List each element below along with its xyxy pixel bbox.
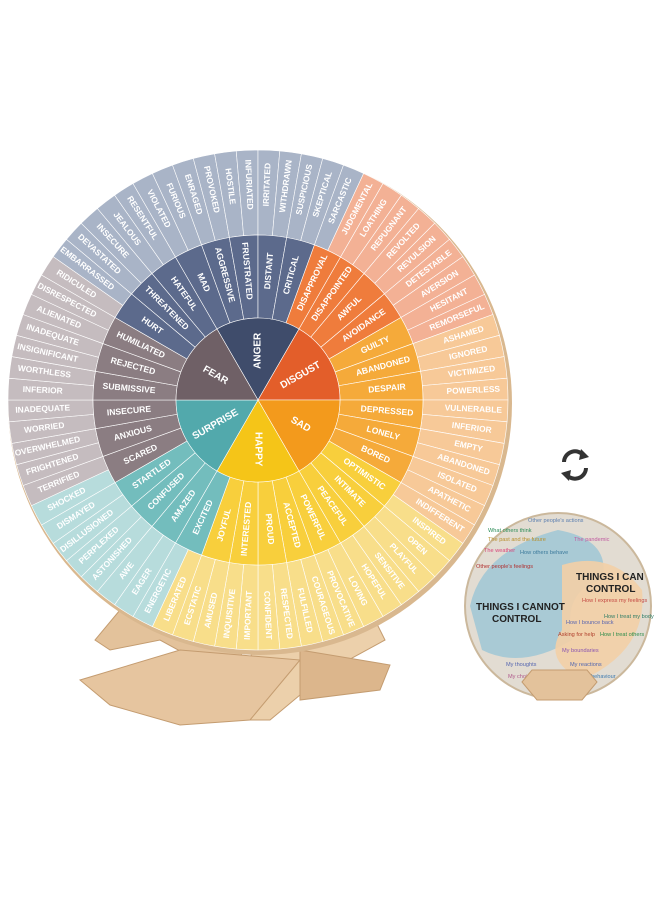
can-control-item: How I treat others xyxy=(600,632,644,638)
core-emotion-label: HAPPY xyxy=(252,432,263,467)
core-segment xyxy=(257,399,341,472)
outer-emotion-label: VULNERABLE xyxy=(445,402,503,415)
feelings-wheel: JEALOUSRESENTFULVIOLATEDFURIOUSENRAGEDPR… xyxy=(7,149,512,655)
outer-emotion-label: INFERIOR xyxy=(23,384,63,396)
outer-emotion-label: IRRITATED xyxy=(261,163,273,207)
cannot-control-item: Other people's actions xyxy=(528,518,584,524)
flip-arrows-icon xyxy=(561,449,589,481)
can-control-item: My behaviour xyxy=(582,674,616,680)
core-emotion-label: ANGER xyxy=(253,332,264,369)
middle-emotion-label: SUBMISSIVE xyxy=(102,381,156,396)
can-control-item: My thoughts xyxy=(506,662,537,668)
core-segment xyxy=(257,328,341,401)
outer-emotion-label: INFURIATED xyxy=(243,159,255,209)
middle-emotion-label: PROUD xyxy=(264,513,277,545)
can-control-item: How I express my feelings xyxy=(582,598,647,604)
can-title-1: THINGS I CAN xyxy=(576,572,644,583)
can-control-item: My reactions xyxy=(570,662,602,668)
cannot-blob xyxy=(470,530,604,658)
cannot-control-item: What others think xyxy=(488,528,532,534)
can-control-item: My choices xyxy=(508,674,536,680)
can-control-item: Asking for help xyxy=(558,632,595,638)
cannot-title-1: THINGS I CANNOT xyxy=(476,602,565,613)
control-circle-disc: THINGS I CANNOT CONTROL THINGS I CAN CON… xyxy=(464,512,654,701)
cannot-control-item: The weather xyxy=(484,548,515,554)
outer-emotion-label: IMPORTANT xyxy=(242,590,254,640)
middle-emotion-label: FRUSTRATED xyxy=(240,242,255,300)
core-segment xyxy=(216,399,300,483)
middle-emotion-label: DESPAIR xyxy=(368,381,407,394)
middle-emotion-label: DEPRESSED xyxy=(360,403,414,418)
can-blob xyxy=(555,560,643,680)
outer-emotion-label: INADEQUATE xyxy=(15,402,71,414)
cannot-control-item: Other people's feelings xyxy=(476,564,533,570)
outer-emotion-label: CONFIDENT xyxy=(262,591,274,641)
middle-emotion-label: INSECURE xyxy=(106,404,151,418)
small-stand xyxy=(521,669,598,701)
cannot-title-2: CONTROL xyxy=(492,614,541,625)
core-segment xyxy=(216,317,300,401)
can-control-item: How I bounce back xyxy=(566,620,614,626)
middle-emotion-label: DISTANT xyxy=(262,252,275,290)
middle-emotion-label: INTERESTED xyxy=(239,501,254,556)
can-control-item: My boundaries xyxy=(562,648,599,654)
core-segment xyxy=(175,399,259,472)
can-control-item: The pandemic xyxy=(574,537,610,543)
can-control-item: How I treat my body xyxy=(604,614,654,620)
core-segment xyxy=(175,328,259,401)
cannot-control-item: How others behave xyxy=(520,550,568,556)
outer-emotion-label: HOSTILE xyxy=(223,168,238,206)
outer-emotion-label: POWERLESS xyxy=(446,384,500,396)
can-title-2: CONTROL xyxy=(586,584,635,595)
cannot-control-item: The past and the future xyxy=(488,537,546,543)
